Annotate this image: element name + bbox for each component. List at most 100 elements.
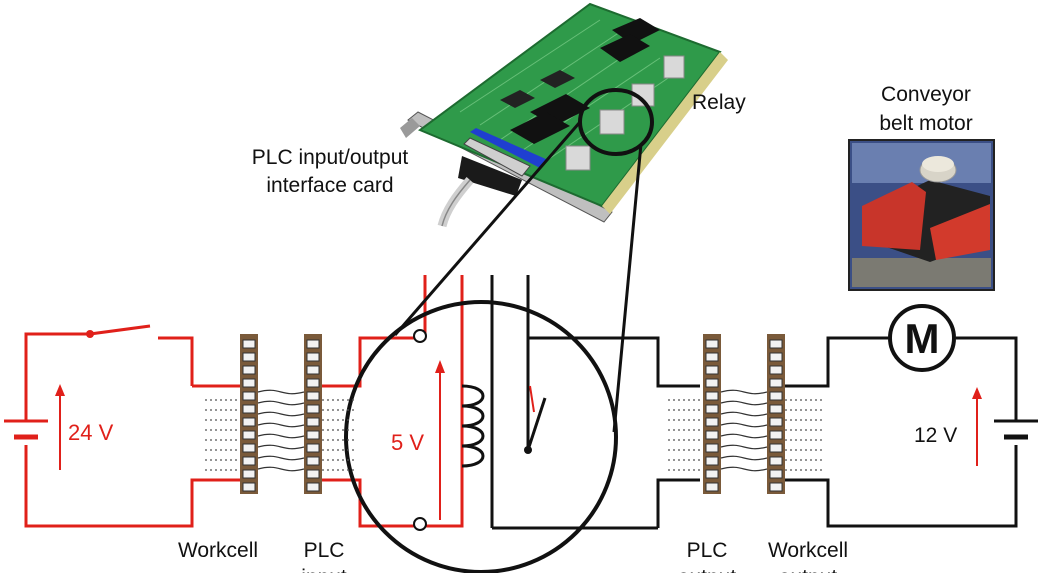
terminal-screw <box>242 391 256 401</box>
terminal-screw <box>242 443 256 453</box>
conveyor-belt-motor-photo <box>848 139 995 291</box>
terminal-screw <box>769 352 783 362</box>
terminal-screw <box>242 482 256 492</box>
terminal-screw <box>242 469 256 479</box>
bundle-wire <box>720 455 768 461</box>
bundle-wire <box>720 444 768 450</box>
conveyor-label-line2: belt motor <box>879 112 972 135</box>
voltage-5v-label: 5 V <box>391 430 424 455</box>
terminal-screw <box>242 339 256 349</box>
plc-left-label: PLC <box>304 539 345 562</box>
terminal-screw <box>306 456 320 466</box>
terminal-screw <box>306 404 320 414</box>
terminal-screw <box>242 417 256 427</box>
terminal-screw <box>705 456 719 466</box>
bundle-wire <box>720 433 768 439</box>
terminal-screw <box>705 391 719 401</box>
plc-right-sub-label: output <box>678 566 737 573</box>
output-circuit-12v <box>785 336 1018 528</box>
terminal-screw <box>705 417 719 427</box>
terminal-screw <box>705 469 719 479</box>
zoom-line-right <box>612 143 643 433</box>
terminal-screw <box>769 378 783 388</box>
bundle-wire <box>257 433 305 439</box>
relay-coil-icon <box>461 384 485 468</box>
bundle-wire <box>720 466 768 472</box>
input-circuit-24v <box>24 324 240 528</box>
terminal-screw <box>705 352 719 362</box>
terminal-screw <box>242 378 256 388</box>
input-wire-bundle <box>257 389 305 472</box>
voltage-arrow-12v <box>972 387 982 466</box>
terminal-screw <box>705 339 719 349</box>
plc-card-label-line2: interface card <box>266 174 393 197</box>
voltage-24v-label: 24 V <box>68 420 114 445</box>
plc-interface-card-illustration <box>400 2 728 228</box>
terminal-screw <box>705 430 719 440</box>
terminal-screw <box>242 430 256 440</box>
terminal-screw <box>242 365 256 375</box>
coil-terminal-bottom <box>413 517 427 531</box>
voltage-arrow-5v <box>435 360 445 520</box>
bundle-wire <box>257 411 305 417</box>
terminal-screw <box>705 482 719 492</box>
input-switch-icon <box>89 324 151 336</box>
bundle-wire <box>720 400 768 406</box>
switch-pivot-icon <box>86 330 94 338</box>
workcell-right-sub-label: output <box>779 566 838 573</box>
terminal-screw <box>306 352 320 362</box>
relay-switch-pivot <box>524 446 532 454</box>
output-wire-bundle <box>720 389 768 472</box>
terminal-screw <box>705 365 719 375</box>
terminal-screw <box>306 482 320 492</box>
voltage-12v-label: 12 V <box>914 424 957 447</box>
zoom-line-left <box>393 121 582 336</box>
terminal-screw <box>769 365 783 375</box>
bundle-wire <box>257 389 305 395</box>
relay-contact-red <box>529 385 535 413</box>
conveyor-label-line1: Conveyor <box>881 83 971 106</box>
terminal-screw <box>769 339 783 349</box>
terminal-screw <box>769 456 783 466</box>
terminal-screw <box>306 365 320 375</box>
terminal-screw <box>769 469 783 479</box>
terminal-screw <box>705 404 719 414</box>
plc-left-sub-label: input <box>301 566 347 573</box>
bundle-wire <box>720 422 768 428</box>
terminal-screw <box>306 378 320 388</box>
terminal-screw <box>769 417 783 427</box>
relay-contact-wires <box>490 275 700 530</box>
bundle-wire <box>257 422 305 428</box>
workcell-left-label: Workcell <box>178 539 258 562</box>
terminal-screw <box>705 378 719 388</box>
bundle-wire <box>720 389 768 395</box>
motor-letter: M <box>905 315 940 362</box>
terminal-screw <box>306 443 320 453</box>
relay-label: Relay <box>692 91 746 114</box>
terminal-screw <box>705 443 719 453</box>
terminal-screw <box>242 352 256 362</box>
bundle-wire <box>257 400 305 406</box>
bundle-wire <box>720 411 768 417</box>
terminal-screw <box>306 391 320 401</box>
terminal-screw <box>306 417 320 427</box>
plc-to-coil-wires <box>322 275 464 528</box>
terminal-screw <box>769 391 783 401</box>
terminal-screw <box>306 339 320 349</box>
terminal-screw <box>769 404 783 414</box>
voltage-arrow-24v <box>55 384 65 470</box>
plc-right-label: PLC <box>687 539 728 562</box>
terminal-screw <box>769 482 783 492</box>
relay-switch-icon <box>526 397 547 451</box>
battery-24v-icon <box>4 419 48 440</box>
terminal-screw <box>306 430 320 440</box>
bundle-wire <box>257 444 305 450</box>
terminal-screw <box>242 404 256 414</box>
bundle-wire <box>257 466 305 472</box>
relay-zoom-circle <box>344 300 618 573</box>
bundle-wire <box>257 455 305 461</box>
workcell-right-label: Workcell <box>768 539 848 562</box>
coil-terminal-top <box>413 329 427 343</box>
terminal-screw <box>769 430 783 440</box>
